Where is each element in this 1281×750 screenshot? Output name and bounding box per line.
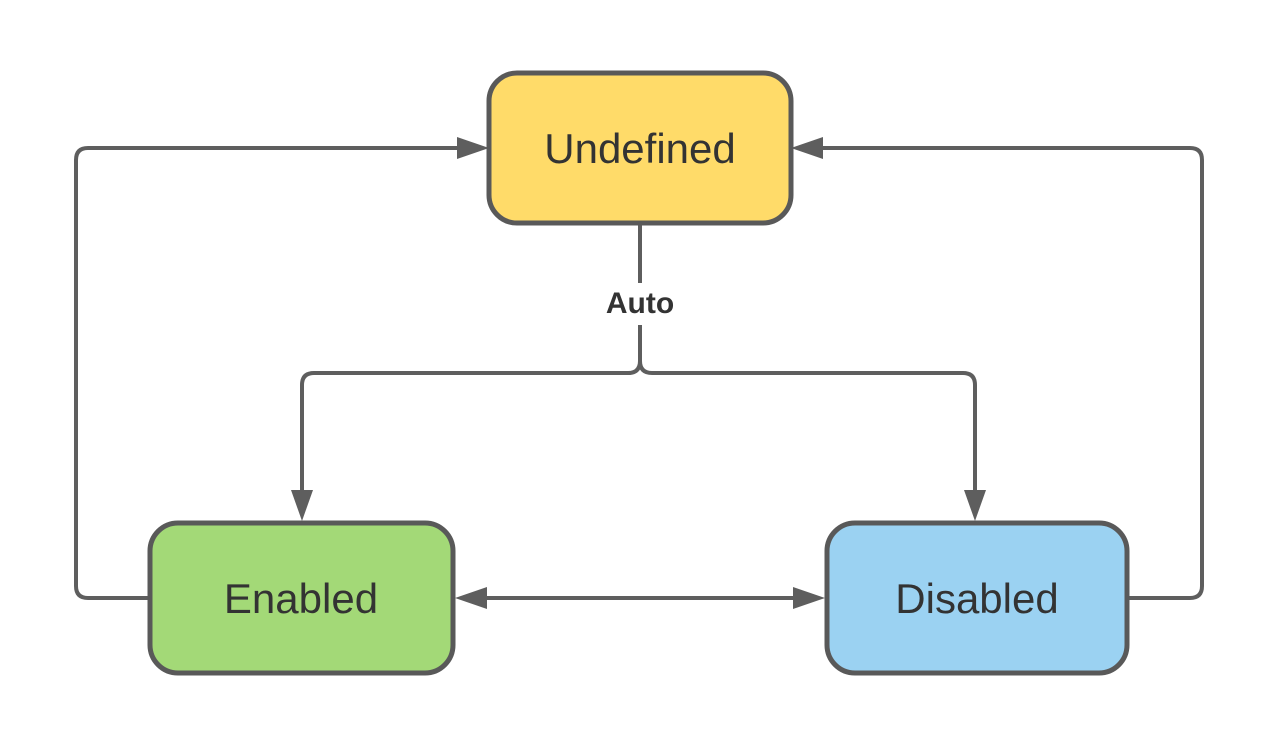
arrowhead-into-enabled-top xyxy=(291,490,313,521)
state-node-enabled: Enabled xyxy=(147,520,456,676)
auto-label-background xyxy=(596,283,684,325)
state-label-undefined: Undefined xyxy=(544,125,735,172)
edge-enabled-to-undefined xyxy=(74,146,458,600)
edge-auto-to-disabled xyxy=(638,344,977,492)
arrowhead-into-undefined-right xyxy=(791,137,823,159)
arrowhead-into-disabled-top xyxy=(964,490,986,521)
state-node-undefined: Undefined xyxy=(486,70,794,226)
state-shape-disabled xyxy=(824,520,1130,676)
arrowhead-into-undefined-left xyxy=(457,137,489,159)
edge-label-auto: Auto xyxy=(606,287,674,320)
state-node-disabled: Disabled xyxy=(824,520,1130,676)
edge-disabled-to-undefined xyxy=(822,146,1204,600)
state-label-disabled: Disabled xyxy=(895,575,1058,622)
arrowhead-into-enabled-right xyxy=(455,587,487,609)
state-shape-enabled xyxy=(147,520,456,676)
state-shape-undefined xyxy=(486,70,794,226)
state-label-enabled: Enabled xyxy=(224,575,378,622)
arrowhead-into-disabled-left xyxy=(793,587,825,609)
edge-auto-to-enabled xyxy=(300,344,642,492)
